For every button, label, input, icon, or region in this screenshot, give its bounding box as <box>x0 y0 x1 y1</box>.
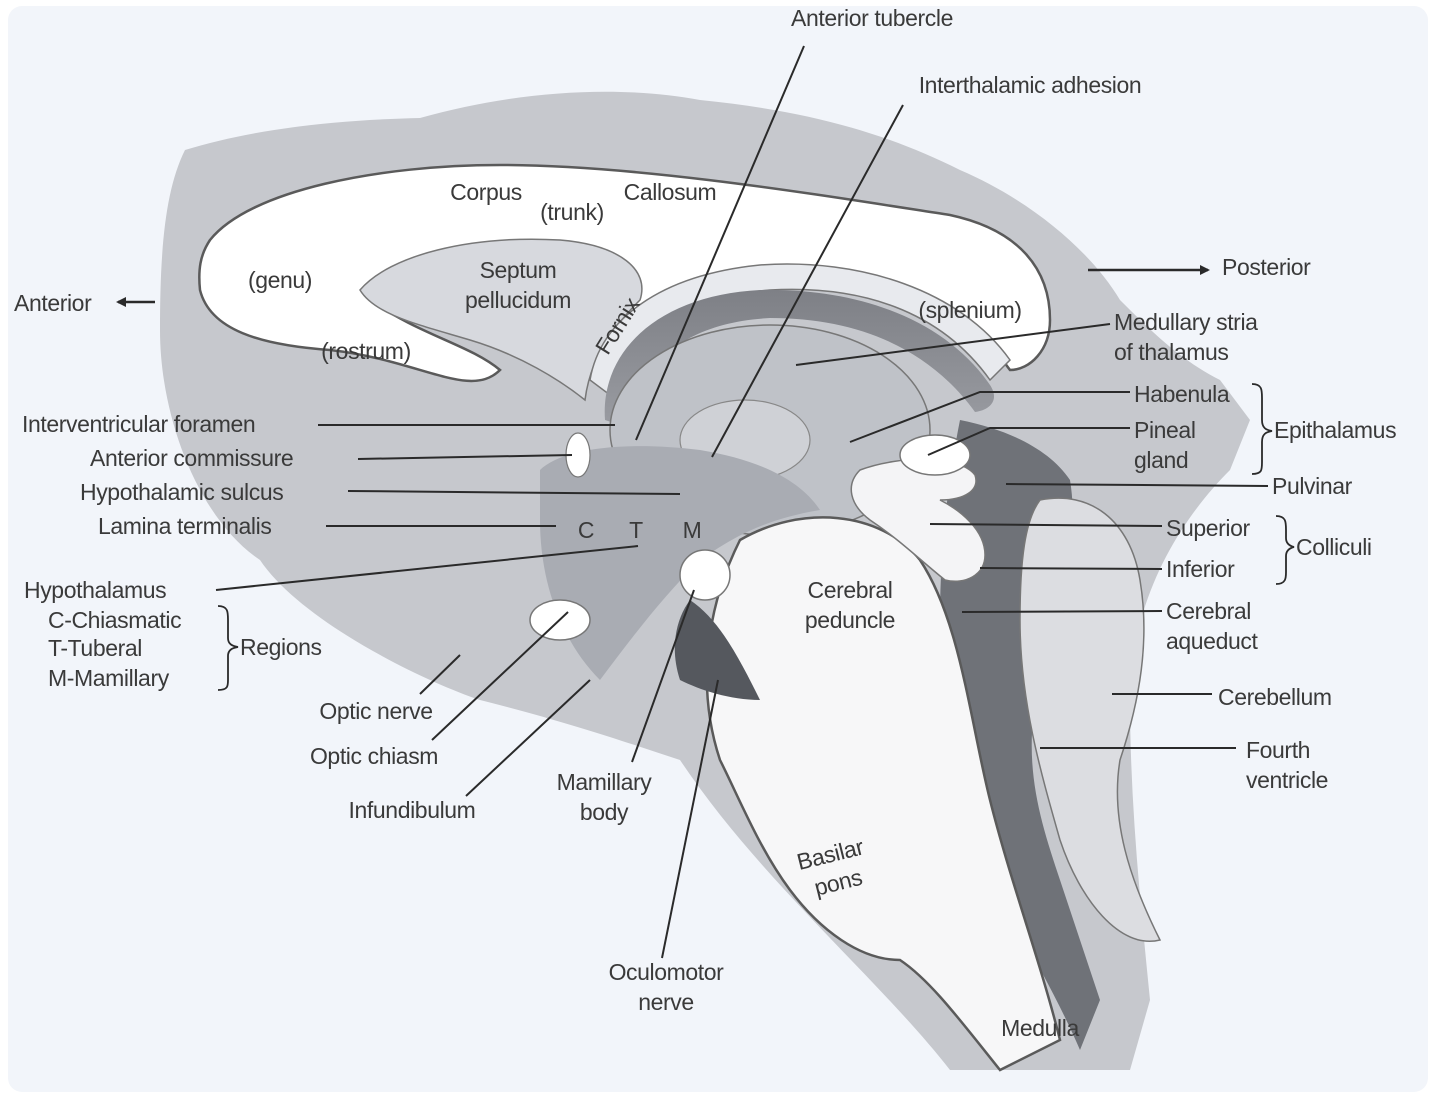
label-genu: (genu) <box>248 267 312 293</box>
label-optic-nerve: Optic nerve <box>319 698 432 724</box>
leader-lines <box>215 45 1269 959</box>
label-posterior: Posterior <box>1222 254 1311 280</box>
label-regions: Regions <box>240 634 322 660</box>
label-lamina-terminalis: Lamina terminalis <box>98 513 271 539</box>
label-interventricular-foramen: Interventricular foramen <box>22 411 255 437</box>
brainstem <box>705 516 1062 1072</box>
label-region-m: M <box>683 517 702 543</box>
label-region-c: C <box>578 517 594 543</box>
label-oculomotor: Oculomotor <box>609 959 725 985</box>
label-of-thalamus: of thalamus <box>1114 339 1229 365</box>
cerebellum <box>1019 497 1162 943</box>
label-hypothalamic-sulcus: Hypothalamic sulcus <box>80 479 283 505</box>
label-anterior-tubercle: Anterior tubercle <box>791 5 953 31</box>
label-interthalamic-adhesion: Interthalamic adhesion <box>919 72 1142 98</box>
label-medullary-stria: Medullary stria <box>1114 309 1258 335</box>
label-c-chiasmatic: C-Chiasmatic <box>48 607 181 633</box>
label-medulla: Medulla <box>1001 1015 1079 1041</box>
label-cerebral-aqueduct-1: Cerebral <box>1166 598 1251 624</box>
label-colliculi: Colliculi <box>1296 534 1372 560</box>
label-infundibulum: Infundibulum <box>349 797 476 823</box>
epithalamus-brace <box>1251 383 1273 475</box>
label-superior: Superior <box>1166 515 1250 541</box>
label-inferior: Inferior <box>1166 556 1235 582</box>
stria-band <box>604 289 995 430</box>
label-rostrum: (rostrum) <box>321 338 411 364</box>
label-region-t: T <box>629 517 643 543</box>
mamillary-body-shape <box>679 549 731 601</box>
regions-brace <box>217 605 239 691</box>
label-anterior-commissure: Anterior commissure <box>90 445 293 471</box>
label-ventricle: ventricle <box>1246 767 1328 793</box>
label-cerebellum: Cerebellum <box>1218 684 1332 710</box>
label-t-tuberal: T-Tuberal <box>48 635 142 661</box>
label-pineal: Pineal <box>1134 417 1196 443</box>
label-corpus: Corpus <box>450 179 522 205</box>
label-m-mamillary: M-Mamillary <box>48 665 170 691</box>
label-trunk: (trunk) <box>540 199 604 225</box>
label-hypothalamus: Hypothalamus <box>24 577 166 603</box>
third-ventricle-region <box>540 446 820 680</box>
label-fourth: Fourth <box>1246 737 1310 763</box>
label-cerebral-aqueduct-2: aqueduct <box>1166 628 1258 654</box>
labels: Anterior tubercle Interthalamic adhesion… <box>14 5 1397 1041</box>
label-septum: Septum <box>480 257 557 283</box>
label-habenula: Habenula <box>1134 381 1230 407</box>
colliculi-bumps <box>850 458 986 582</box>
label-gland: gland <box>1134 447 1188 473</box>
label-nerve: nerve <box>638 989 694 1015</box>
label-cerebral-peduncle-2: peduncle <box>805 607 895 633</box>
label-mamillary: Mamillary <box>557 769 653 795</box>
label-body: body <box>580 799 629 825</box>
infundibulum-shape <box>674 600 760 700</box>
brain-artwork <box>160 91 1250 1072</box>
label-epithalamus: Epithalamus <box>1274 417 1396 443</box>
label-cerebral-peduncle-1: Cerebral <box>807 577 892 603</box>
label-optic-chiasm: Optic chiasm <box>310 743 438 769</box>
label-splenium: (splenium) <box>918 297 1021 323</box>
label-anterior: Anterior <box>14 290 92 316</box>
colliculi-brace <box>1275 515 1295 585</box>
label-pulvinar: Pulvinar <box>1272 473 1353 499</box>
label-pellucidum: pellucidum <box>465 287 571 313</box>
label-callosum: Callosum <box>624 179 717 205</box>
